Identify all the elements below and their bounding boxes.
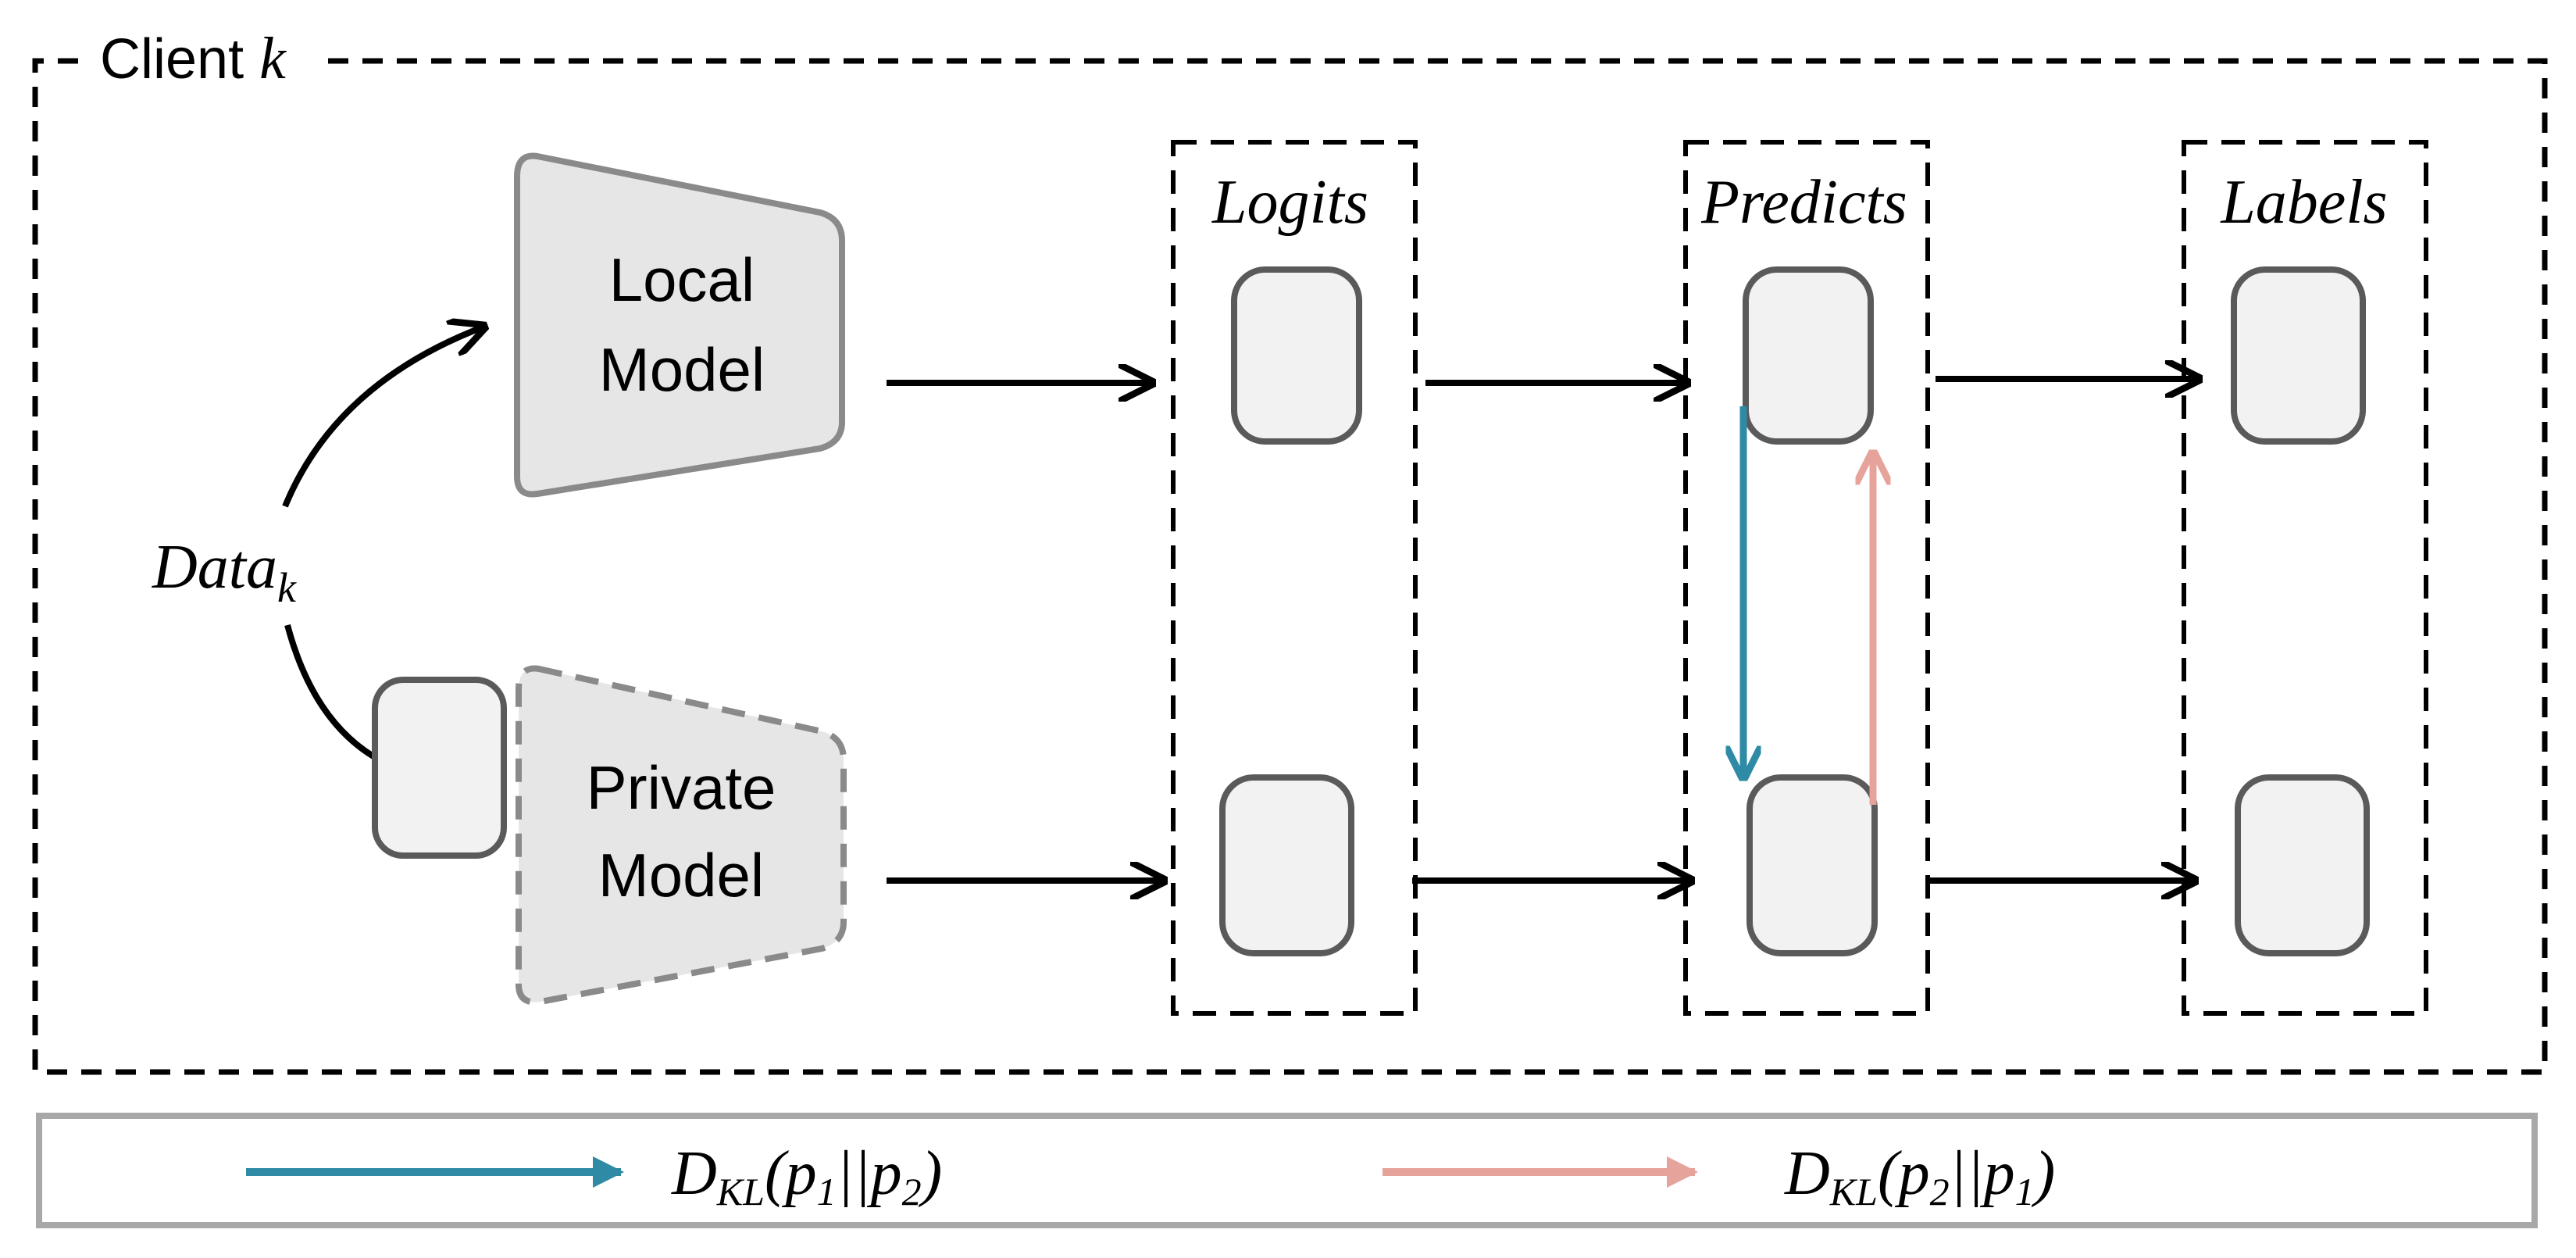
local-model: Local Model	[514, 152, 845, 498]
data-to-private-curve	[284, 624, 376, 759]
logits-column	[1171, 140, 1418, 1016]
logits-box-bottom	[1219, 774, 1354, 956]
labels-column	[2182, 140, 2428, 1016]
predicts-title: Predicts	[1700, 168, 1907, 237]
legend: DKL(p1||p2) DKL(p2||p1)	[36, 1113, 2538, 1228]
predicts-box-top	[1743, 266, 1874, 445]
local-model-label-2: Model	[599, 335, 765, 404]
client-title: Client k	[100, 26, 287, 91]
predicts-box-bottom	[1746, 774, 1878, 956]
logits-box-top	[1231, 266, 1362, 445]
private-model: Private Model	[516, 665, 847, 1006]
private-input-box	[372, 677, 507, 859]
legend-pink-label: DKL(p2||p1)	[1784, 1139, 2055, 1213]
data-to-local-curve	[282, 327, 484, 508]
data-label: Datak	[152, 533, 297, 611]
private-model-label-1: Private	[587, 753, 776, 822]
client-frame: Client k	[32, 26, 2548, 1075]
predicts-column	[1683, 140, 1930, 1016]
private-model-label-2: Model	[598, 841, 764, 910]
labels-box-bottom	[2235, 774, 2370, 956]
logits-title: Logits	[1211, 168, 1368, 237]
labels-title: Labels	[2220, 168, 2387, 237]
labels-box-top	[2231, 266, 2366, 445]
legend-box	[36, 1113, 2538, 1228]
legend-blue-label: DKL(p1||p2)	[671, 1139, 942, 1213]
local-model-label-1: Local	[609, 245, 755, 314]
